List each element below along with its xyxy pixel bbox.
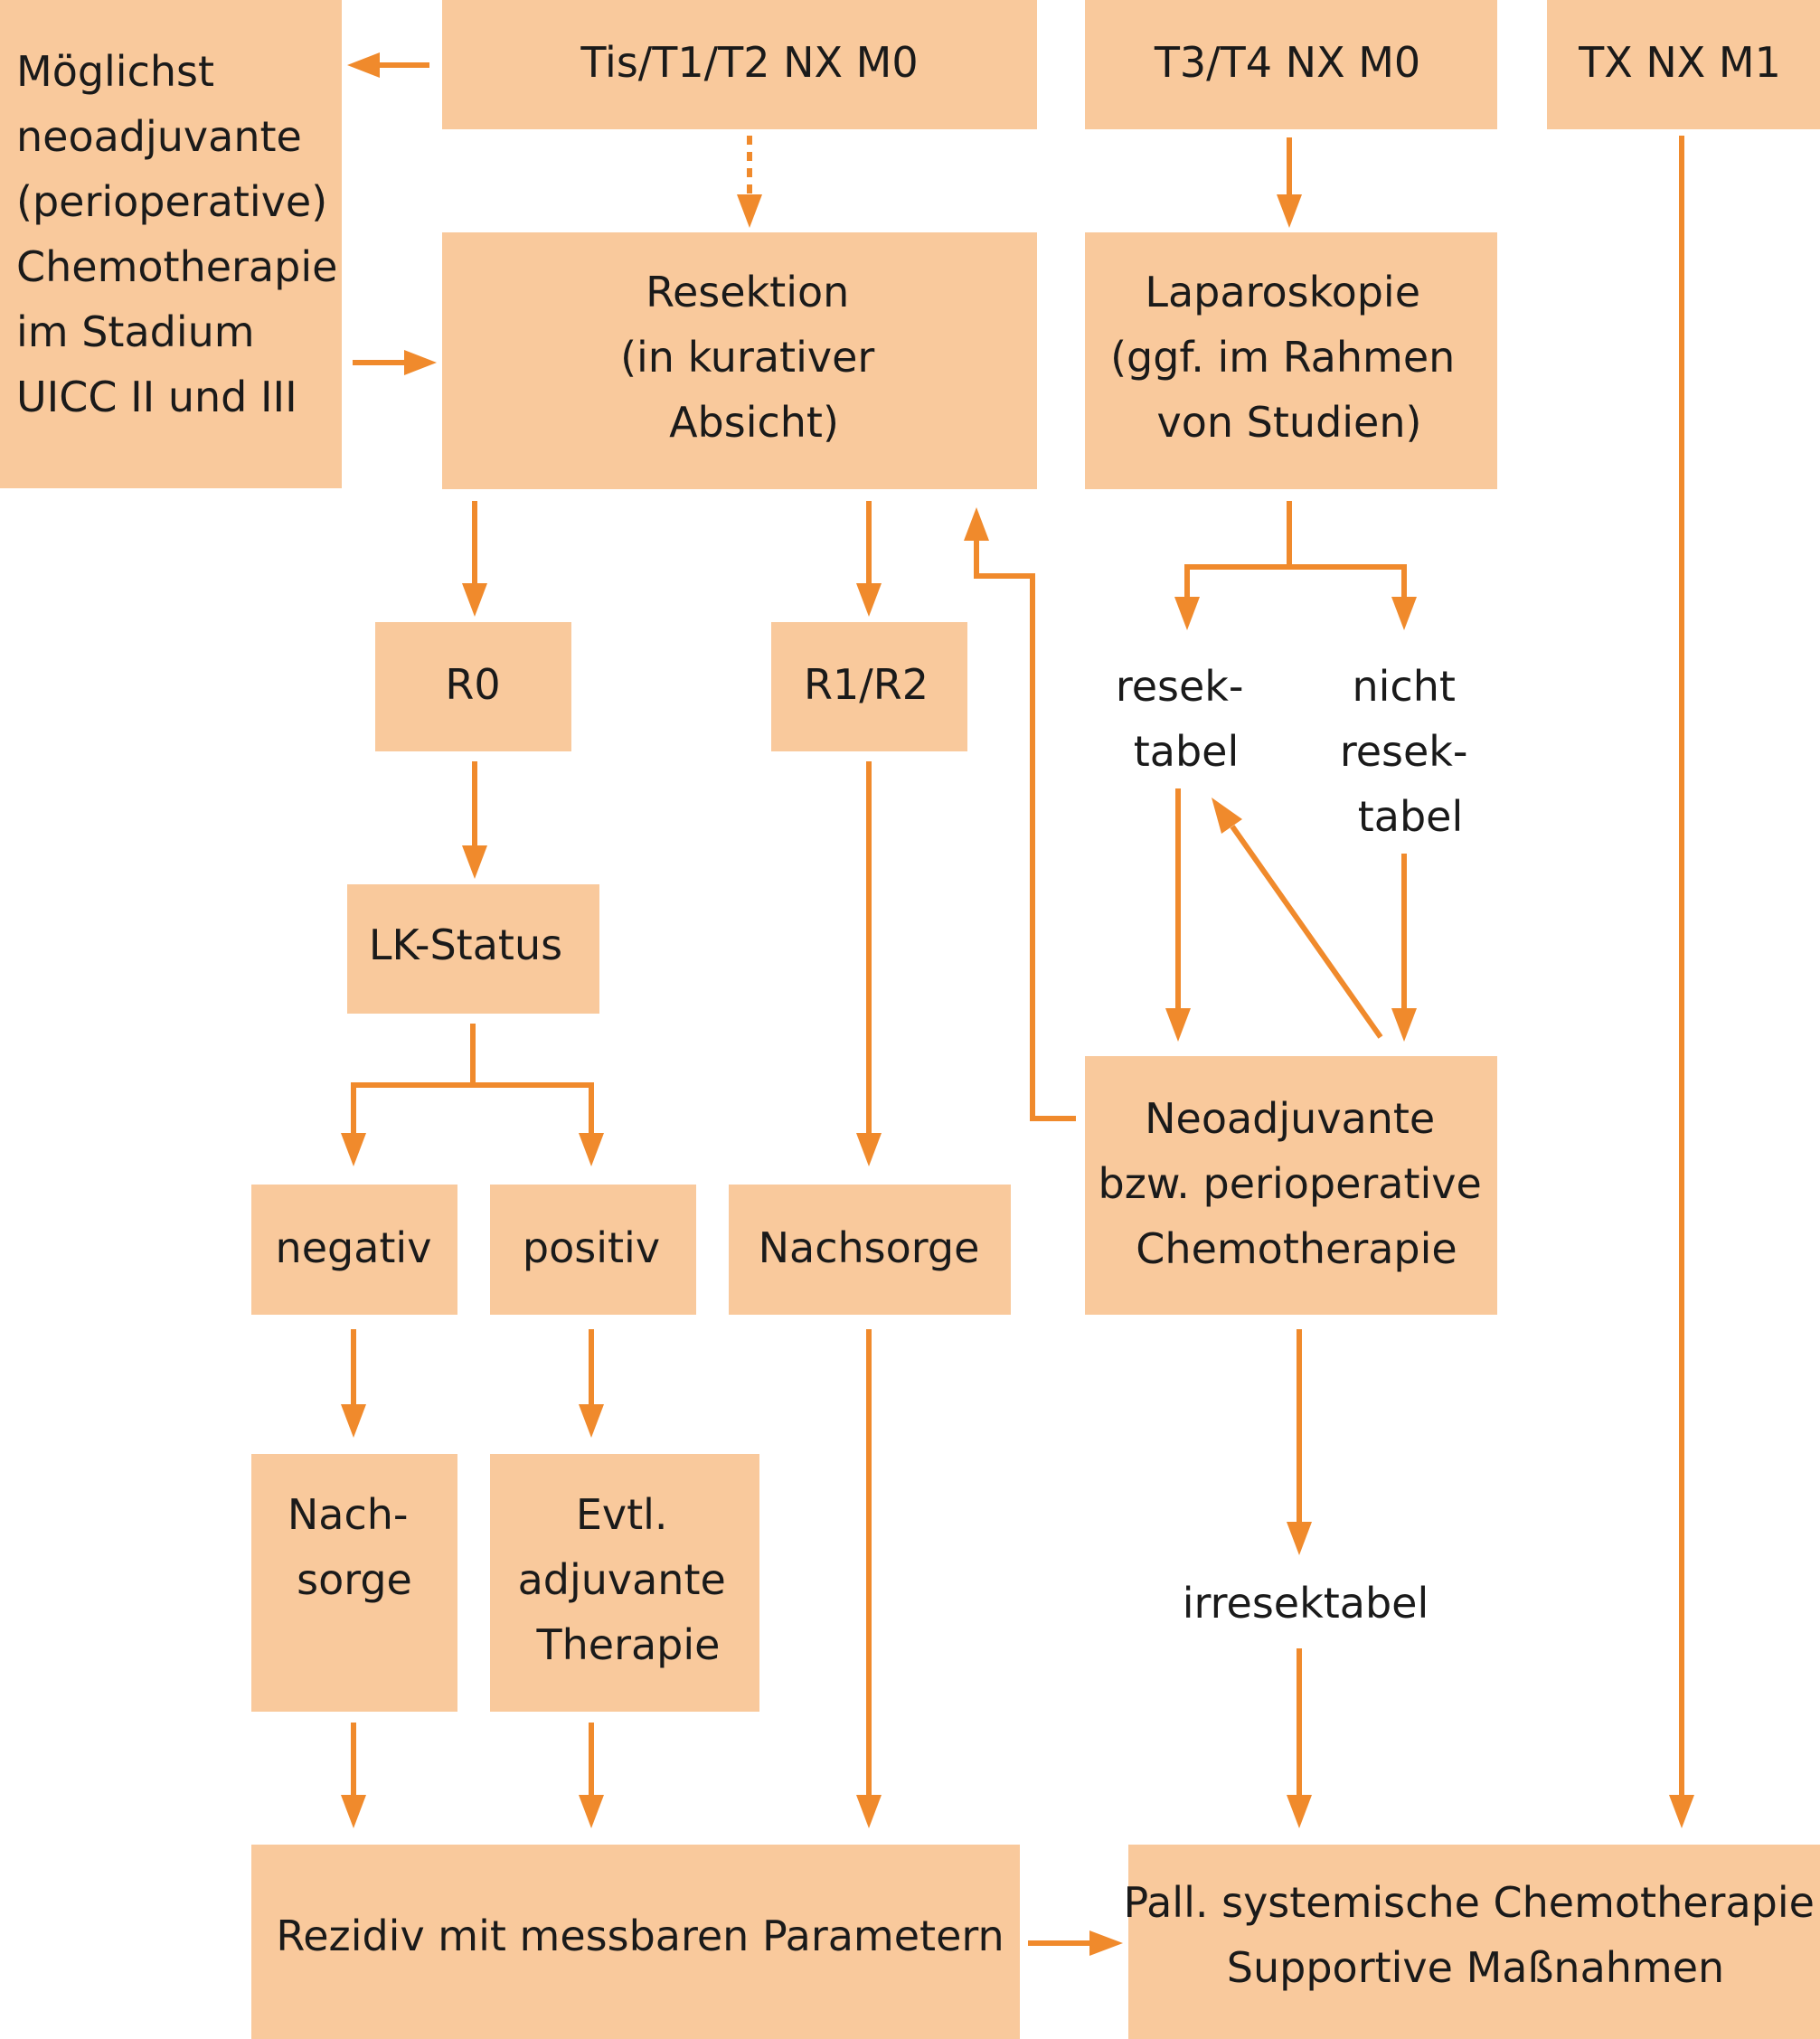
label-irresektabel: irresektabel <box>1183 1579 1429 1628</box>
label-rezidiv: Rezidiv mit messbaren Parametern <box>276 1912 1004 1960</box>
label-nicht-resektabel: nicht resek- tabel <box>1340 662 1481 841</box>
edge-neoadj-note-to-resektion <box>353 350 437 375</box>
box-adjuvante <box>490 1454 759 1712</box>
edge-stage-m1-to-palliativ <box>1669 136 1694 1828</box>
edge-stage-t3t4-to-laparoskopie <box>1277 137 1302 228</box>
edge-rezidiv-to-palliativ <box>1028 1930 1123 1956</box>
edge-laparoskopie-to-resektabel <box>1174 501 1292 630</box>
edge-irresektabel-to-palliativ <box>1287 1648 1312 1828</box>
edge-stage-early-to-neoadj-note <box>347 52 429 78</box>
label-stage-m1: TX NX M1 <box>1578 38 1781 87</box>
box-r1r2 <box>771 622 967 751</box>
edge-resektabel-to-neoadjuvante <box>1165 788 1191 1042</box>
label-resektion: Resektion (in kurativer Absicht) <box>620 268 888 447</box>
edge-r1r2-to-nachsorge <box>856 761 882 1166</box>
edge-positiv-to-adjuvante <box>579 1329 604 1438</box>
edge-neoadjuvante-to-resektabel <box>1212 798 1383 1039</box>
label-nachsorge-r: Nachsorge <box>759 1223 980 1272</box>
edge-resektion-to-r0 <box>462 501 487 617</box>
edge-neoadjuvante-to-resektion <box>964 507 1076 1121</box>
box-r0 <box>375 622 571 751</box>
box-stage-m1 <box>1547 0 1820 129</box>
label-adjuvante: Evtl. adjuvante Therapie <box>518 1490 740 1669</box>
box-nachsorge-neg <box>251 1454 457 1712</box>
box-nachsorge-r <box>729 1185 1011 1315</box>
box-stage-t3t4 <box>1085 0 1497 129</box>
box-negativ <box>251 1185 457 1315</box>
edge-lk-status-to-negativ <box>341 1024 476 1166</box>
box-lk-status <box>347 884 599 1014</box>
edge-nicht-resektabel-to-neoadjuvante <box>1391 854 1417 1042</box>
box-palliativ <box>1128 1845 1820 2039</box>
edge-neoadjuvante-to-irresektabel <box>1287 1329 1312 1555</box>
edge-adjuvante-to-rezidiv <box>579 1723 604 1828</box>
label-nachsorge-neg: Nach- sorge <box>288 1490 421 1604</box>
label-neoadj-note: Möglichst neoadjuvante (perioperative) C… <box>16 47 351 421</box>
label-negativ: negativ <box>276 1223 432 1272</box>
edge-resektion-to-r1r2 <box>856 501 882 617</box>
box-neoadj-note <box>0 0 342 488</box>
label-laparoskopie: Laparoskopie (ggf. im Rahmen von Studien… <box>1110 268 1468 447</box>
edge-negativ-to-nachsorge <box>341 1329 366 1438</box>
box-laparoskopie <box>1085 232 1497 489</box>
edge-lk-status-to-positiv <box>473 1082 604 1166</box>
edge-nachsorge-to-rezidiv <box>341 1723 366 1828</box>
edge-r0-to-lk-status <box>462 761 487 879</box>
edge-nachsorge-r-to-rezidiv <box>856 1329 882 1828</box>
box-resektion <box>442 232 1037 489</box>
box-stage-early <box>442 0 1037 129</box>
label-positiv: positiv <box>523 1223 660 1272</box>
label-palliativ: Pall. systemische Chemotherapie Supporti… <box>1123 1878 1820 1992</box>
label-r1r2: R1/R2 <box>804 660 929 709</box>
label-lk-status: LK-Status <box>369 920 562 969</box>
box-neoadjuvante-chemo <box>1085 1056 1497 1315</box>
edge-laparoskopie-to-nicht-resektabel <box>1289 564 1417 630</box>
label-resektabel: resek- tabel <box>1116 662 1257 776</box>
label-neoadjuvante-chemo: Neoadjuvante bzw. perioperative Chemothe… <box>1099 1094 1495 1273</box>
label-stage-t3t4: T3/T4 NX M0 <box>1154 38 1420 87</box>
box-positiv <box>490 1185 696 1315</box>
edge-stage-early-to-resektion <box>737 136 762 228</box>
label-stage-early: Tis/T1/T2 NX M0 <box>580 38 918 87</box>
label-r0: R0 <box>445 660 500 709</box>
box-rezidiv <box>251 1845 1020 2039</box>
